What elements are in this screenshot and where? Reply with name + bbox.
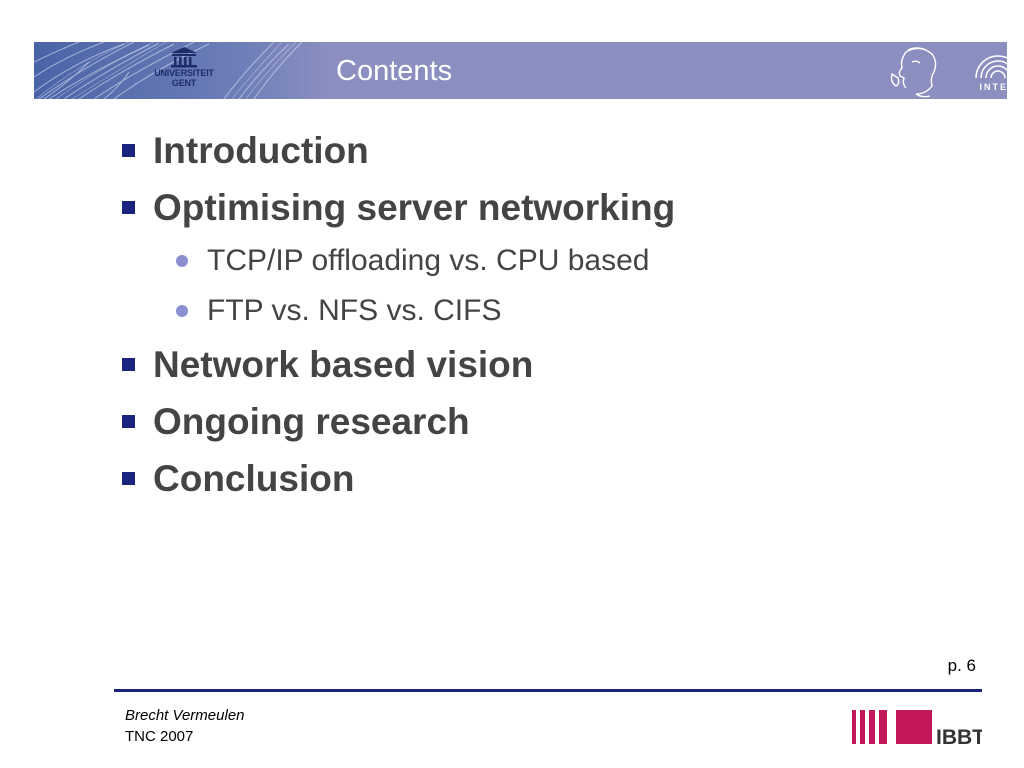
bullet-text: Introduction — [153, 129, 369, 171]
intec-logo: INTEC — [970, 46, 1007, 96]
ibbt-logo: IBBT — [852, 710, 982, 748]
page-number: p. 6 — [947, 656, 976, 675]
bullet-item: Ongoing research — [122, 393, 922, 450]
square-bullet-icon — [122, 201, 135, 214]
footer-author: Brecht Vermeulen — [125, 707, 245, 724]
grass-pattern-decoration — [34, 42, 303, 99]
intec-arcs-icon — [975, 55, 1007, 79]
bullet-text: Ongoing research — [153, 400, 470, 442]
ghent-university-logo: UNIVERSITEIT GENT — [139, 46, 229, 96]
square-bullet-icon — [122, 415, 135, 428]
university-building-icon — [171, 47, 197, 68]
sub-bullet-item: TCP/IP offloading vs. CPU based — [122, 236, 922, 286]
bullet-text: Network based vision — [153, 343, 534, 385]
slide-header: UNIVERSITEIT GENT Contents INTEC — [34, 42, 1007, 99]
intec-logo-label: INTEC — [979, 82, 1008, 92]
bullet-list: Introduction Optimising server networkin… — [122, 122, 922, 507]
footer-event: TNC 2007 — [125, 728, 194, 745]
sub-bullet-text: FTP vs. NFS vs. CIFS — [207, 294, 502, 327]
bullet-item: Network based vision — [122, 336, 922, 393]
footer-divider — [114, 689, 982, 692]
bullet-item: Conclusion — [122, 450, 922, 507]
minerva-head-logo — [890, 47, 937, 98]
university-logo-line2: GENT — [171, 78, 197, 88]
ibbt-logo-text: IBBT — [936, 726, 982, 748]
bullet-text: Conclusion — [153, 457, 355, 499]
bullet-text: Optimising server networking — [153, 186, 676, 228]
circle-bullet-icon — [176, 305, 188, 317]
sub-bullet-item: FTP vs. NFS vs. CIFS — [122, 286, 922, 336]
square-bullet-icon — [122, 472, 135, 485]
bullet-item: Optimising server networking — [122, 179, 922, 236]
bullet-item: Introduction — [122, 122, 922, 179]
slide-title: Contents — [336, 55, 453, 87]
sub-bullet-text: TCP/IP offloading vs. CPU based — [207, 244, 650, 277]
university-logo-line1: UNIVERSITEIT — [154, 68, 214, 78]
square-bullet-icon — [122, 358, 135, 371]
circle-bullet-icon — [176, 255, 188, 267]
square-bullet-icon — [122, 144, 135, 157]
